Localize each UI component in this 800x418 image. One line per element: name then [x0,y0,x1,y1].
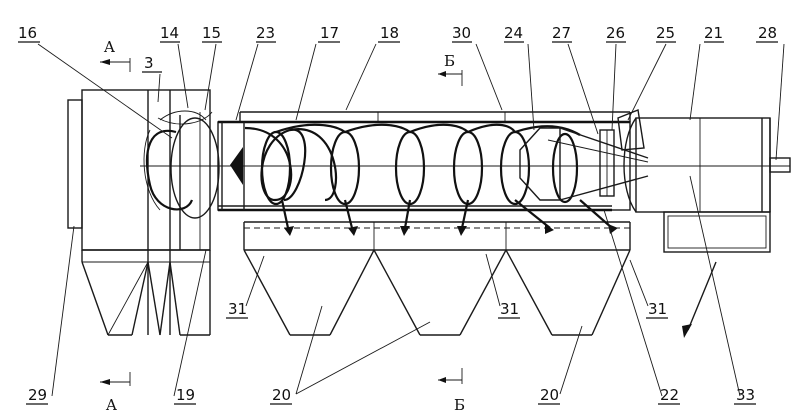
label-16: 16 [18,24,37,42]
label-31-right: 31 [648,300,667,318]
label-14: 14 [160,24,179,42]
left-housing [67,89,220,336]
label-27: 27 [552,24,571,42]
main-drum [140,109,790,212]
label-19: 19 [176,386,195,404]
label-20-right: 20 [540,386,559,404]
callout-labels: 16 3 14 15 23 17 18 30 24 27 26 25 21 28… [18,24,778,405]
label-23: 23 [256,24,275,42]
label-22: 22 [660,386,679,404]
section-b-bottom: Б [454,396,465,414]
label-31-middle: 31 [500,300,519,318]
lower-hoppers [243,199,717,338]
label-17: 17 [320,24,339,42]
label-33: 33 [736,386,755,404]
label-28: 28 [758,24,777,42]
leader-lines [37,43,785,397]
label-24: 24 [504,24,523,42]
label-18: 18 [380,24,399,42]
section-a-bottom: A [105,396,117,414]
label-21: 21 [704,24,723,42]
label-30: 30 [452,24,471,42]
drive-unit [623,117,791,253]
label-15: 15 [202,24,221,42]
label-25: 25 [656,24,675,42]
label-3: 3 [144,54,154,72]
label-31-left: 31 [228,300,247,318]
label-29: 29 [28,386,47,404]
section-b-top: Б [444,52,455,70]
label-26: 26 [606,24,625,42]
section-a-top: A [103,38,115,56]
label-20-left: 20 [272,386,291,404]
section-marks: A A Б Б [100,38,465,414]
